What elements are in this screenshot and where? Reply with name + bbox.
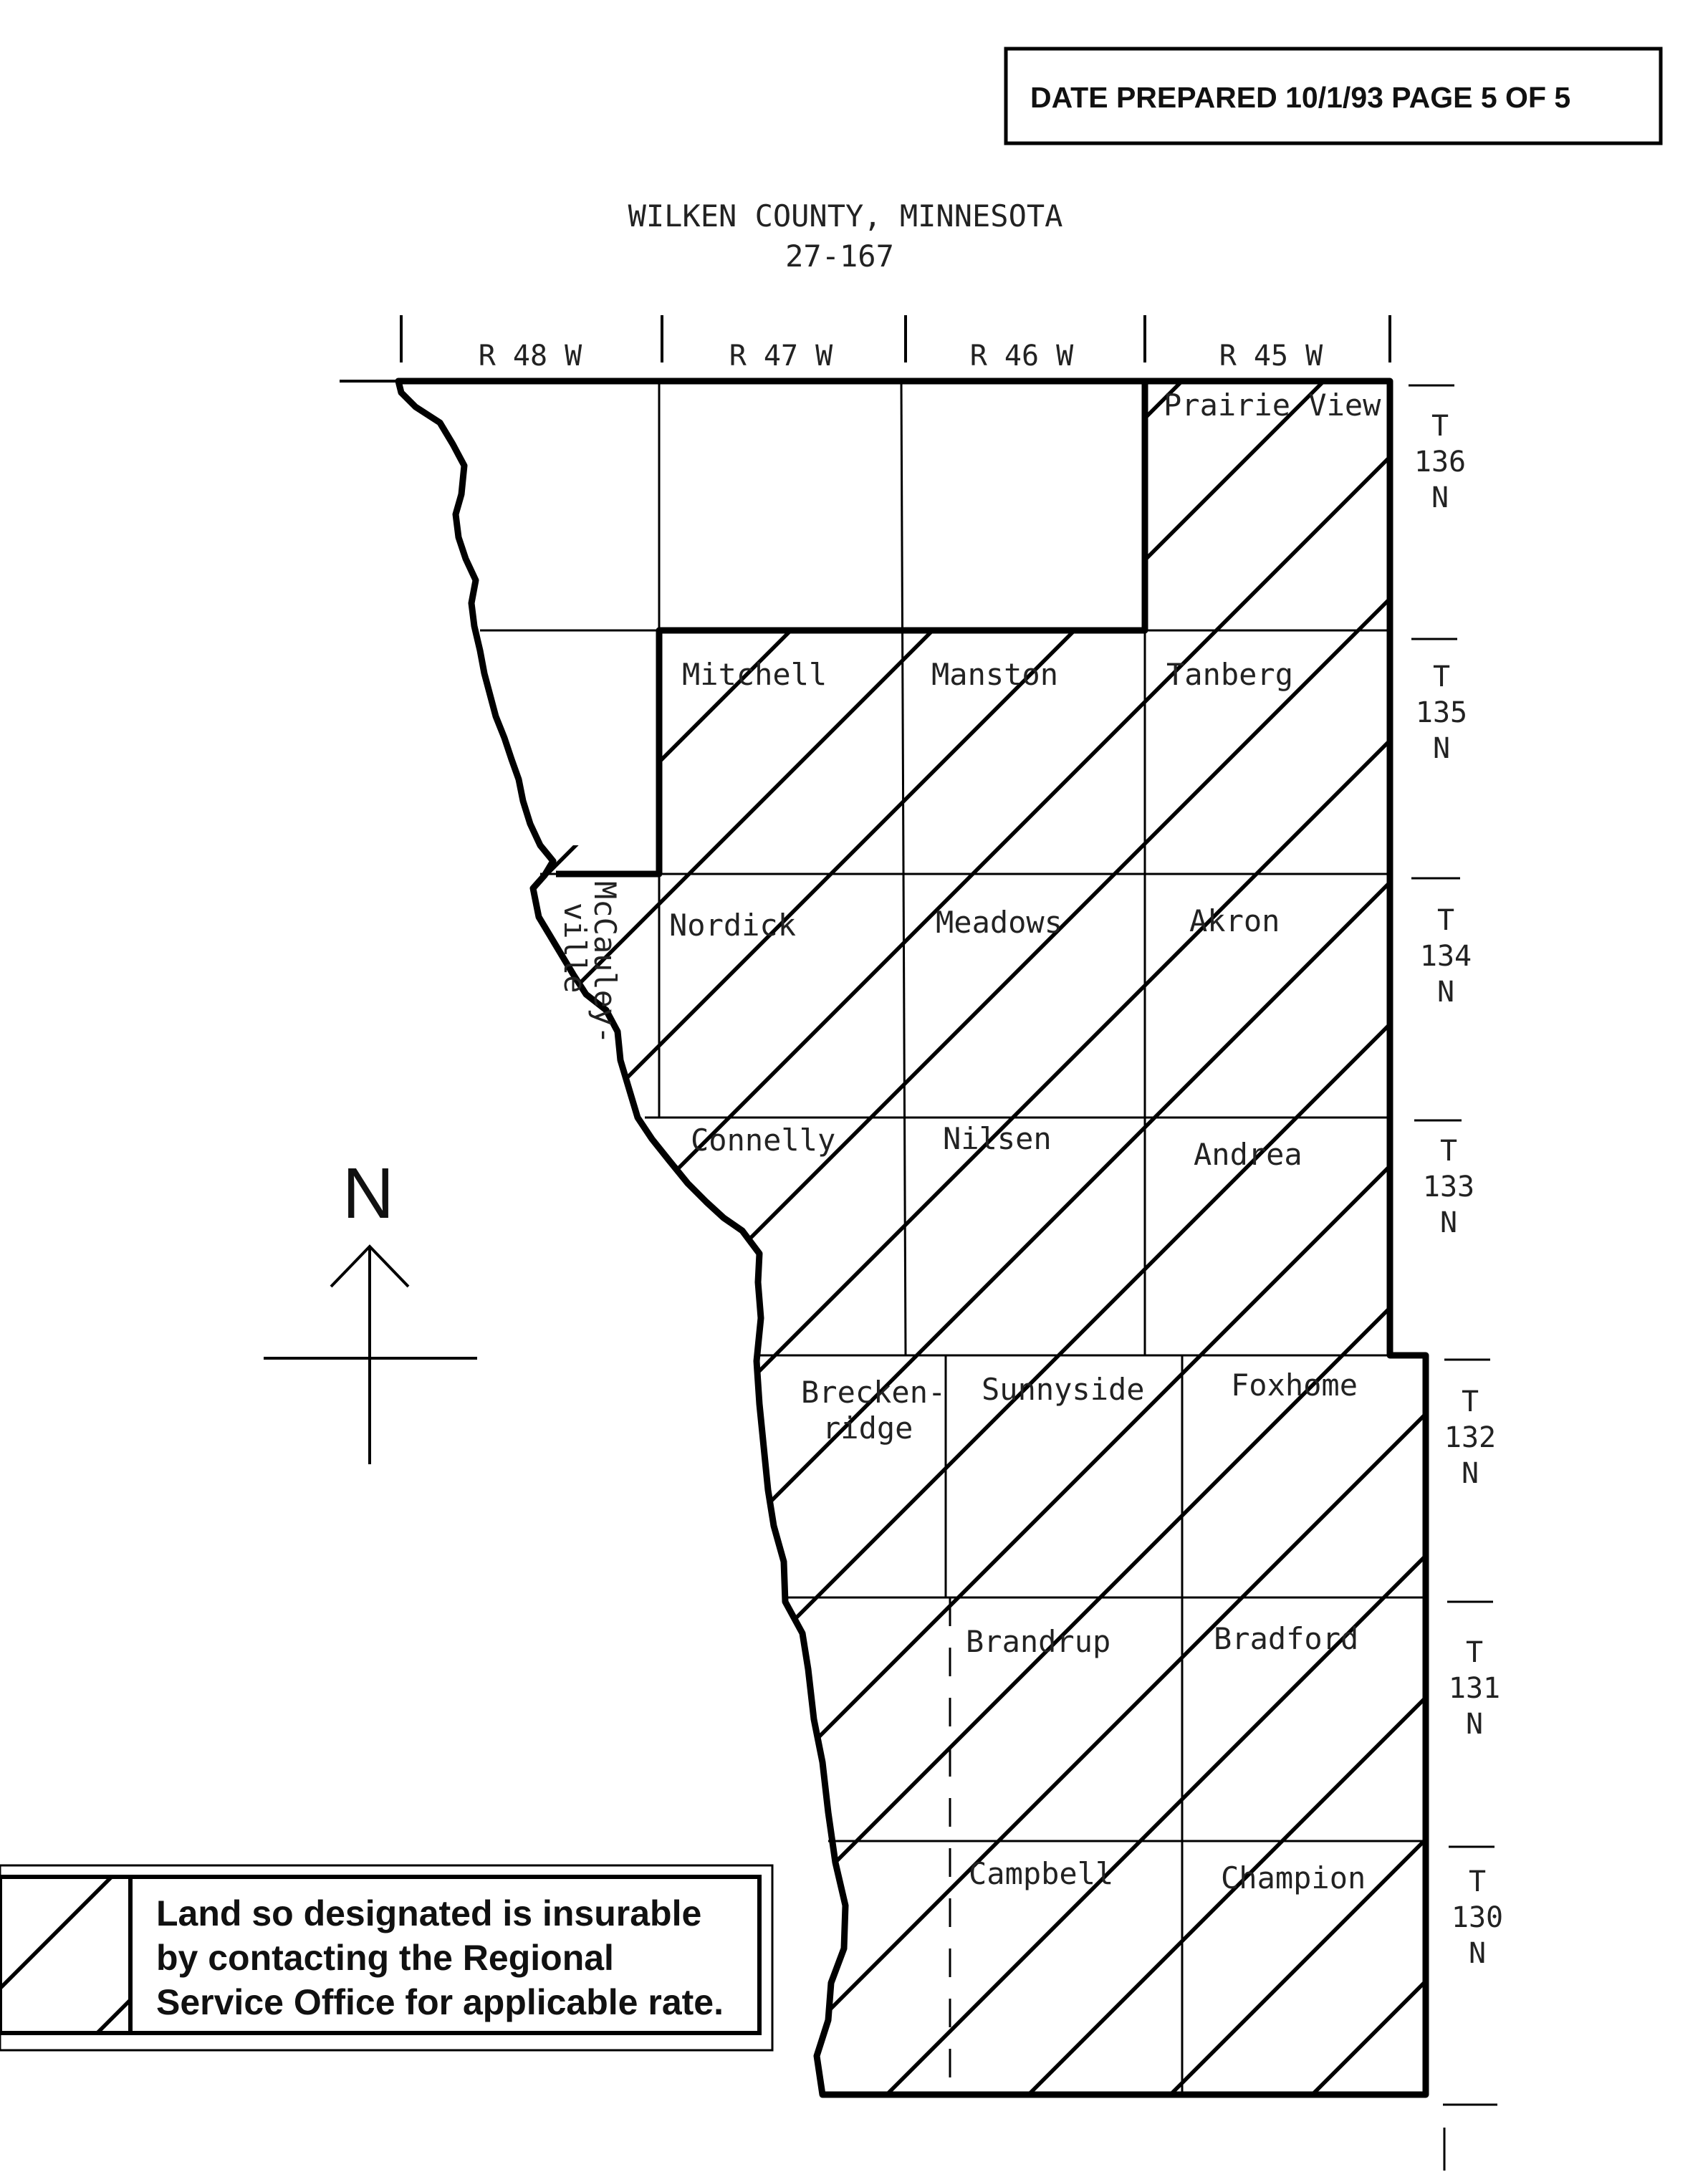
- tier-132-n: N: [1462, 1457, 1479, 1490]
- north-letter: N: [342, 1153, 394, 1234]
- township-nilsen: Nilsen: [943, 1121, 1052, 1156]
- legend-line-2: by contacting the Regional: [156, 1938, 614, 1978]
- legend-hatch-swatch: [0, 1877, 130, 2033]
- township-tanberg: Tanberg: [1166, 657, 1293, 692]
- range-header: R 48 W R 47 W R 46 W R 45 W: [340, 315, 1391, 383]
- township-mitchell: Mitchell: [682, 657, 827, 692]
- tier-130-n: N: [1469, 1937, 1486, 1970]
- township-andrea: Andrea: [1194, 1137, 1302, 1172]
- tier-136-n: N: [1431, 481, 1449, 514]
- township-breckenridge-2: ridge: [822, 1411, 913, 1446]
- township-manston: Manston: [931, 657, 1058, 692]
- township-prairie-view: Prairie View: [1164, 388, 1381, 423]
- tier-132-t: T: [1462, 1385, 1479, 1418]
- range-47w: R 47 W: [729, 340, 833, 373]
- township-mccauleyville-1: McCauley-: [587, 881, 623, 1044]
- township-mccauleyville-2: ville: [557, 903, 592, 993]
- tier-134-t: T: [1437, 904, 1454, 937]
- map-title: WILKEN COUNTY, MINNESOTA: [628, 198, 1063, 234]
- legend-line-3: Service Office for applicable rate.: [156, 1982, 724, 2022]
- insurable-area-hatch: [533, 381, 1426, 2095]
- township-connelly: Connelly: [691, 1123, 835, 1158]
- township-labels: Prairie View Mitchell Manston Tanberg Mc…: [557, 388, 1381, 1895]
- township-champion: Champion: [1221, 1860, 1366, 1895]
- range-48w: R 48 W: [479, 340, 582, 373]
- tier-135-n: N: [1433, 732, 1450, 765]
- tier-131-n: N: [1466, 1708, 1483, 1741]
- township-bradford: Bradford: [1214, 1621, 1358, 1656]
- township-brandrup: Brandrup: [966, 1624, 1110, 1659]
- tier-labels: T 136 N T 135 N T 134 N T 133 N T 132 N …: [1409, 384, 1503, 2171]
- tier-136-num: 136: [1414, 446, 1466, 479]
- township-foxhome: Foxhome: [1231, 1368, 1358, 1403]
- tier-130-t: T: [1469, 1865, 1486, 1898]
- range-45w: R 45 W: [1219, 340, 1323, 373]
- county-outline: [395, 378, 1429, 2098]
- county-code: 27-167: [785, 239, 894, 274]
- tier-133-n: N: [1440, 1206, 1457, 1239]
- township-akron: Akron: [1189, 903, 1280, 938]
- township-meadows: Meadows: [936, 905, 1062, 940]
- tier-131-t: T: [1466, 1636, 1483, 1669]
- date-prepared-text: DATE PREPARED 10/1/93 PAGE 5 OF 5: [1030, 81, 1570, 114]
- tier-135-t: T: [1433, 660, 1450, 693]
- range-46w: R 46 W: [970, 340, 1074, 373]
- tier-134-num: 134: [1420, 940, 1472, 973]
- tier-133-t: T: [1440, 1135, 1457, 1168]
- tier-130-num: 130: [1452, 1901, 1503, 1934]
- township-breckenridge-1: Brecken-: [801, 1375, 946, 1410]
- tier-132-num: 132: [1444, 1421, 1496, 1454]
- tier-135-num: 135: [1416, 696, 1467, 729]
- township-campbell: Campbell: [969, 1856, 1113, 1891]
- tier-136-t: T: [1431, 410, 1449, 443]
- tier-133-num: 133: [1423, 1171, 1474, 1203]
- legend-line-1: Land so designated is insurable: [156, 1893, 701, 1933]
- township-nordick: Nordick: [669, 908, 796, 943]
- legend: Land so designated is insurable by conta…: [0, 1864, 774, 2052]
- tier-131-num: 131: [1449, 1672, 1500, 1705]
- township-sunnyside: Sunnyside: [982, 1372, 1145, 1407]
- north-arrow: N: [264, 1153, 477, 1464]
- date-prepared-box: DATE PREPARED 10/1/93 PAGE 5 OF 5: [1004, 47, 1663, 145]
- tier-134-n: N: [1437, 976, 1454, 1009]
